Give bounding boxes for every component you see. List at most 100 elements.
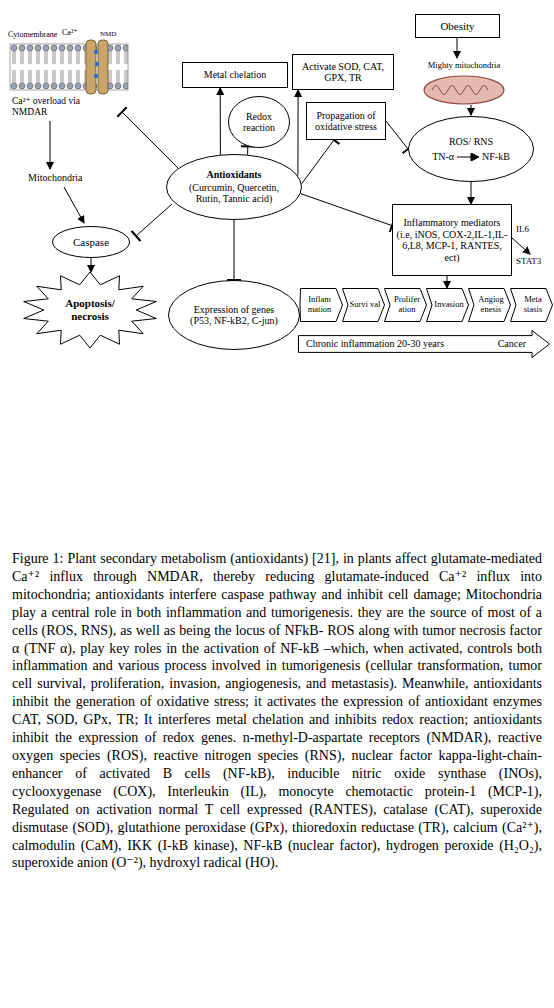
process-box: Metal chelation xyxy=(182,62,288,88)
star-outline xyxy=(24,272,157,348)
node-text: Prolifer ation xyxy=(391,295,423,315)
process-ellipse: Caspase xyxy=(52,226,130,258)
arrow-connector xyxy=(297,90,298,176)
organelle-label: Mighty mitochondria xyxy=(412,61,516,71)
node-body: Metal chelation xyxy=(186,69,284,81)
node-text: TN-α xyxy=(432,151,454,163)
node-text: Cancer xyxy=(498,338,526,350)
node-text: Angiog enesis xyxy=(475,295,507,315)
inhibit-line xyxy=(122,112,180,170)
ellipse-outline xyxy=(167,155,302,220)
figure-caption: Figure 1: Plant secondary metabolism (an… xyxy=(12,550,542,872)
signal-arrow-line xyxy=(457,153,479,161)
node-body: Expression of genes (P53, NF-kB2, C-jun) xyxy=(184,304,284,327)
node-body: Caspase xyxy=(62,236,121,249)
node-body: Angiog enesis xyxy=(469,295,509,315)
process-box: Activate SOD, CAT, GPX, TR xyxy=(292,54,394,90)
node-body: Invasion xyxy=(427,300,467,310)
chevron-outline xyxy=(300,289,343,322)
node-body: Obesity xyxy=(419,20,496,33)
node-body: Antioxidants(Curcumin, Quercetin, Rutin,… xyxy=(183,169,286,205)
node-body: Prolifer ation xyxy=(385,295,425,315)
node-text: (Curcumin, Quercetin, Rutin, Tannic acid… xyxy=(183,182,286,205)
node-body: Chronic inflammation 20-30 years Cancer xyxy=(298,338,550,350)
mitochondria-arrow xyxy=(471,105,472,115)
inhibition-line xyxy=(386,121,408,149)
stage-chevron: Survi val xyxy=(342,288,384,322)
node-body: Activate SOD, CAT, GPX, TR xyxy=(296,61,390,84)
node-body: Propagation of oxidative stress xyxy=(310,110,382,133)
inhibition-line xyxy=(234,220,235,280)
mediator-box: Inflammatory mediators (i.e, iNOS, COX-2… xyxy=(392,204,512,276)
stage-chevron: Inflam mation xyxy=(300,288,342,322)
ellipse-outline xyxy=(53,227,130,258)
cause-box: Obesity xyxy=(415,14,500,38)
chevron-outline xyxy=(343,289,385,322)
timeline-arrow: Chronic inflammation 20-30 years Cancer xyxy=(298,330,550,358)
ellipse-outline xyxy=(169,281,300,350)
node-text: NF-kB xyxy=(482,151,510,163)
big-arrow-outline xyxy=(299,331,550,358)
signal-row: TN-α NF-kB xyxy=(432,151,510,163)
node-text: Meta stasis xyxy=(517,295,549,315)
node-body: Meta stasis xyxy=(511,295,551,315)
node-text: Caspase xyxy=(73,236,109,249)
node-text: Antioxidants xyxy=(206,169,261,181)
node-text: Inflammatory mediators (i.e, iNOS, COX-2… xyxy=(396,217,508,263)
organelle-label: Mitochondria xyxy=(28,172,108,184)
outcome-star: Apoptosis/ necrosis xyxy=(22,272,158,348)
caspase-arrow xyxy=(64,187,84,223)
node-body: ROS/ RNS TN-α NF-kB xyxy=(423,136,519,163)
arrow-connector xyxy=(220,88,221,155)
process-box: Propagation of oxidative stress xyxy=(306,102,386,140)
node-body: Survi val xyxy=(343,300,383,310)
node-text: Invasion xyxy=(434,300,463,310)
chevron-outline xyxy=(511,289,553,322)
cytomembrane-bilayer xyxy=(10,44,128,90)
node-text: Chronic inflammation 20-30 years xyxy=(306,338,444,350)
membrane-label: Cytomembrane xyxy=(8,30,64,39)
gene-ellipse: Expression of genes (P53, NF-kB2, C-jun) xyxy=(168,280,300,350)
node-text: ROS/ RNS xyxy=(449,136,493,148)
stage-chevron: Prolifer ation xyxy=(384,288,426,322)
process-ellipse: ROS/ RNS TN-α NF-kB xyxy=(408,116,534,182)
arrow-connector xyxy=(447,276,448,288)
antioxidant-ellipse: Antioxidants(Curcumin, Quercetin, Rutin,… xyxy=(166,154,302,220)
chevron-outline xyxy=(469,289,511,322)
nmdar-channel xyxy=(86,40,96,94)
influx-arrow xyxy=(50,121,51,169)
node-text: Inflam mation xyxy=(302,295,337,315)
stage-chevron: Meta stasis xyxy=(510,288,552,322)
stat3-arrow xyxy=(512,238,530,254)
node-body: Inflam mation xyxy=(302,295,340,315)
ellipse-outline xyxy=(229,97,290,148)
node-text: Propagation of oxidative stress xyxy=(310,110,382,133)
inhibition-line xyxy=(301,194,392,226)
node-text: Obesity xyxy=(440,20,474,33)
mitochondria-picture xyxy=(424,76,504,104)
calcium-ion xyxy=(94,50,98,54)
pathway-label: Ca²⁺ overload via NMDAR xyxy=(12,96,116,118)
factor-label: STAT3 xyxy=(516,256,552,266)
ion-label: Ca²⁺ xyxy=(62,28,92,37)
node-text: Survi val xyxy=(350,300,381,310)
calcium-ion xyxy=(95,62,99,66)
cytokine-label: IL6 xyxy=(516,224,540,234)
inhibition-line xyxy=(247,146,248,154)
node-body: Apoptosis/ necrosis xyxy=(55,297,126,322)
node-body: Redox reaction xyxy=(236,111,283,134)
stage-chevron: Angiog enesis xyxy=(468,288,510,322)
membrane-picture xyxy=(10,40,128,94)
inhibit-line xyxy=(136,204,172,236)
arrow-connector xyxy=(471,182,472,204)
node-text: Expression of genes (P53, NF-kB2, C-jun) xyxy=(184,304,284,327)
receptor-label: NMD xyxy=(100,30,126,38)
stage-chevron: Invasion xyxy=(426,288,468,322)
node-text: Metal chelation xyxy=(204,69,266,81)
inhibition-line xyxy=(302,140,334,184)
chevron-outline xyxy=(427,289,469,322)
process-ellipse: Redox reaction xyxy=(228,96,290,148)
node-text: Redox reaction xyxy=(236,111,283,134)
chevron-outline xyxy=(385,289,427,322)
